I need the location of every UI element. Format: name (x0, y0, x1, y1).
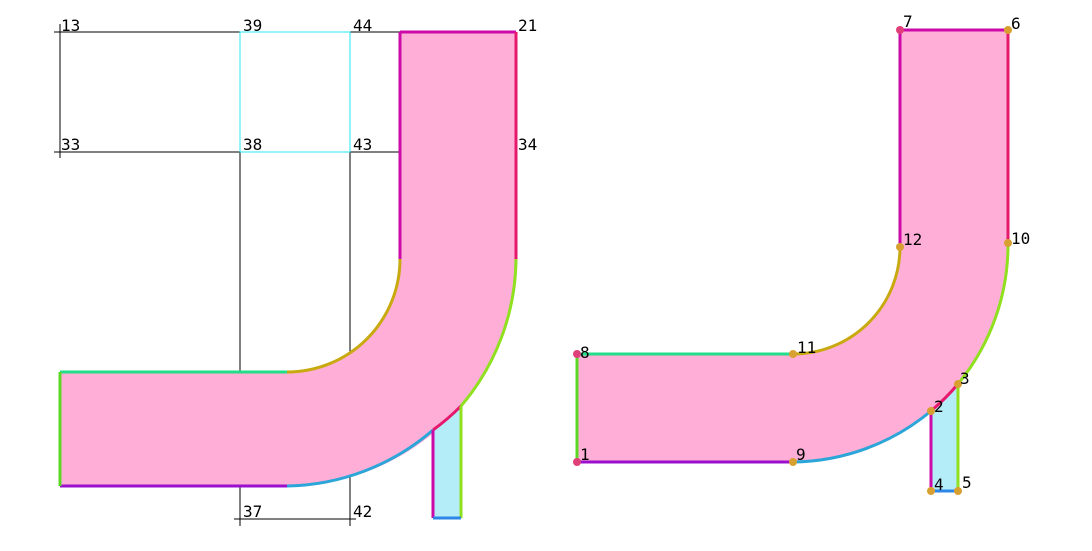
vertex-10 (1004, 239, 1012, 247)
grid-label-37: 37 (243, 502, 262, 521)
vertex-8 (573, 350, 581, 358)
vertex-3 (954, 380, 962, 388)
vertex-label-11: 11 (797, 338, 816, 357)
grid-labels: 13 39 44 21 33 38 43 34 37 42 (61, 16, 537, 521)
vertex-12 (896, 243, 904, 251)
edge-left-inner-arc (286, 258, 402, 374)
cyan-region (433, 406, 461, 518)
right-panel: 1 2 3 4 5 6 7 8 9 10 11 12 (573, 12, 1030, 495)
vertex-9 (789, 458, 797, 466)
vertex-label-6: 6 (1011, 14, 1021, 33)
left-edges (58, 30, 518, 520)
vertex-label-10: 10 (1011, 229, 1030, 248)
cyan-region-right (931, 384, 958, 491)
grid-label-44: 44 (353, 16, 372, 35)
grid-label-34: 34 (518, 135, 537, 154)
grid-label-42: 42 (353, 502, 372, 521)
edge-left-outer-arc-upper (459, 258, 518, 407)
vertex-4 (927, 487, 935, 495)
edge-right-outer-arc-upper (956, 242, 1010, 385)
edge-right-inner-arc (792, 246, 902, 356)
grid-label-39: 39 (243, 16, 262, 35)
left-panel: 13 39 44 21 33 38 43 34 37 42 (54, 16, 537, 526)
vertex-labels: 1 2 3 4 5 6 7 8 9 10 11 12 (580, 12, 1030, 494)
vertex-6 (1004, 26, 1012, 34)
grid-label-33: 33 (61, 135, 80, 154)
vertex-7 (896, 26, 904, 34)
vertex-label-1: 1 (580, 445, 590, 464)
right-edges (575, 28, 1010, 493)
grid-label-43: 43 (353, 135, 372, 154)
vertex-11 (789, 350, 797, 358)
cyan-block (239, 31, 351, 153)
vertex-label-5: 5 (962, 473, 972, 492)
vertex-1 (573, 458, 581, 466)
vertex-label-4: 4 (934, 475, 944, 494)
grid-label-21: 21 (518, 16, 537, 35)
vertex-label-3: 3 (960, 369, 970, 388)
vertex-label-12: 12 (903, 230, 922, 249)
vertex-label-9: 9 (796, 445, 806, 464)
vertex-5 (954, 487, 962, 495)
vertex-2 (927, 407, 935, 415)
vertices (573, 26, 1012, 495)
edge-left-outer-arc-lower (286, 428, 434, 488)
cyan-block-rect (239, 31, 351, 153)
edge-right-outer-arc-lower (792, 409, 932, 464)
grid-label-13: 13 (61, 16, 80, 35)
grid-label-38: 38 (243, 135, 262, 154)
vertex-label-2: 2 (934, 397, 944, 416)
vertex-label-8: 8 (580, 343, 590, 362)
vertex-label-7: 7 (903, 12, 913, 31)
